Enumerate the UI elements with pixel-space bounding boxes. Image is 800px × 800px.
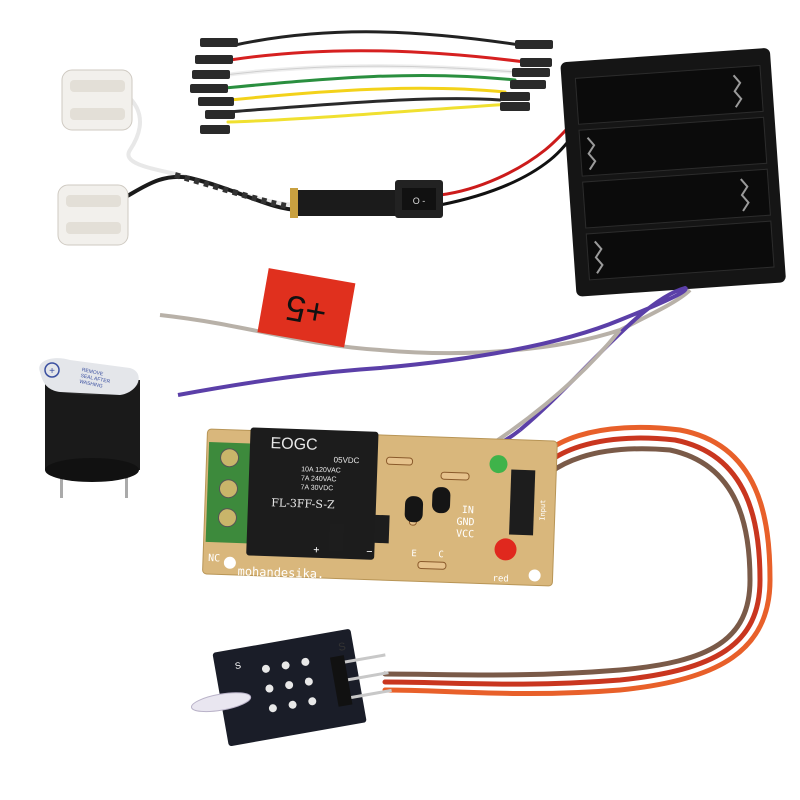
battery-springs <box>586 74 750 274</box>
relay-rating: 7A 30VDC <box>300 484 333 492</box>
switch-label: O - <box>413 196 426 206</box>
relay-rating: 10A 120VAC <box>301 466 341 474</box>
laser-sensor-module: S S <box>190 629 392 746</box>
collector-label: C <box>438 550 444 560</box>
header-pin-label: S <box>337 641 346 654</box>
wire-connectors <box>57 69 301 246</box>
input-header <box>509 469 536 536</box>
relay-model: FL-3FF-S-Z <box>271 496 335 511</box>
battery-holder <box>560 48 786 297</box>
pin-vcc-label: VCC <box>456 529 474 541</box>
relay-coil-voltage: 05VDC <box>333 455 359 465</box>
screw-terminal <box>205 441 255 544</box>
green-led <box>489 455 508 474</box>
plus-5-tag: +5 <box>257 268 356 348</box>
laser-diode <box>190 692 252 713</box>
seal-text-line: WASHING <box>79 379 104 390</box>
relay-module-board: EOGC 05VDC 10A 120VAC 7A 240VAC 7A 30VDC… <box>202 427 558 587</box>
relay: EOGC 05VDC 10A 120VAC 7A 240VAC 7A 30VDC… <box>246 427 379 560</box>
jumper-wires-bundle <box>190 30 553 134</box>
buzzer-plus-symbol: + <box>49 366 55 377</box>
board-silkscreen: mohandesika. <box>237 564 324 581</box>
plus-5-label: +5 <box>282 287 330 335</box>
red-led <box>494 538 517 561</box>
module-pin-label: S <box>234 660 242 671</box>
relay-rating: 7A 240VAC <box>301 475 337 483</box>
jumper-plug-minus <box>373 514 390 544</box>
seal-text-line: REMOVE <box>81 367 104 378</box>
relay-brand: EOGC <box>270 435 318 454</box>
minus-label: − <box>366 547 372 558</box>
led-red-label: red <box>492 574 509 585</box>
ribbon-cable <box>382 425 773 697</box>
nc-label: NC <box>208 553 220 564</box>
pin-in-label: IN <box>462 505 474 516</box>
pin-gnd-label: GND <box>456 517 474 529</box>
input-label: Input <box>539 499 548 520</box>
emitter-label: E <box>411 549 417 559</box>
transistors <box>404 487 451 523</box>
plus-label: + <box>313 545 319 556</box>
piezo-buzzer: + REMOVE SEAL AFTER WASHING <box>39 358 140 498</box>
jumper-plug-plus <box>328 523 345 552</box>
